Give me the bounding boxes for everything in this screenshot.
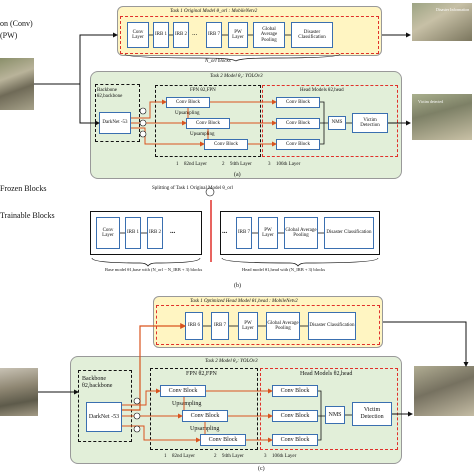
task1-title-a: Task 1 Original Model θ_orl : MobileNetv… (170, 9, 258, 14)
task1-inner-dash-c (156, 305, 380, 345)
layer-82-a: 82nd Layer (184, 162, 207, 167)
victim-detection-block-a: Victim Detection (352, 113, 388, 133)
layer-num-2a: 2 (222, 162, 225, 167)
fpn-label-c: FPN θ2,FPN (186, 371, 217, 377)
legend-pw-label: (PW) (0, 31, 18, 40)
pw-layer-block-a: PW Layer (228, 22, 248, 48)
layer-num-2c: 2 (214, 454, 217, 459)
layer-num-1a: 1 (176, 162, 179, 167)
fpn-conv-block-2c: Conv Block (182, 410, 228, 422)
darknet-block-a: DarkNet -53 (99, 112, 131, 134)
head-model-box-b (220, 211, 380, 255)
task1-title-c: Task 1 Optimized Head Model θ1,head : Mo… (190, 299, 298, 304)
darknet-block-c: DarkNet -53 (86, 402, 122, 432)
irb7-block-c: IRB 7 (211, 312, 229, 340)
dots-b1: ... (170, 227, 176, 235)
layer-94-a: 94th Layer (230, 162, 252, 167)
irb7-block-b: IRB 7 (236, 217, 252, 249)
backbone-label-c: Backbone θ2,backbone (82, 376, 113, 389)
upsampling-1a: Upsampling (175, 111, 200, 116)
output-label-a2: Victim detected (418, 99, 444, 104)
disaster-class-block-b: Disaster Classification (324, 217, 374, 249)
task1-inner-dash-a (120, 16, 379, 54)
head-dash-c (260, 368, 398, 450)
head-brace-b (221, 257, 379, 267)
legend-frozen-label: Frozen Blocks (0, 184, 47, 193)
pw-layer-block-b: PW Layer (258, 217, 278, 249)
head-conv-block-3a: Conv Block (276, 139, 320, 150)
victim-detection-block-c: Victim Detection (352, 402, 392, 426)
irb7-block-a: IRB 7 (206, 22, 222, 48)
upsampling-2c: Upsampling (190, 426, 220, 432)
fpn-conv-block-2a: Conv Block (186, 118, 230, 129)
gap-block-a: Global Average Pooling (253, 22, 285, 48)
conv-layer-block-a: Conv Layer (127, 22, 149, 48)
dots-b2: ... (222, 227, 228, 235)
irb2-block-a: IRB 2 (173, 22, 189, 48)
fpn-conv-block-1c: Conv Block (160, 385, 206, 397)
fpn-label-a: FPN θ2,FPN (190, 88, 216, 93)
base-caption-b: Base model θ1,base with (N_orl − N_IRB +… (105, 267, 203, 272)
irb1-block-b: IRB 1 (125, 217, 141, 249)
layer-num-3a: 3 (268, 162, 271, 167)
caption-c: (c) (258, 466, 265, 472)
fpn-conv-block-1a: Conv Block (166, 97, 210, 108)
layer-94-c: 94th Layer (222, 454, 244, 459)
head-conv-block-1a: Conv Block (276, 97, 320, 108)
disaster-class-block-c: Disaster Classification (308, 312, 356, 340)
layer-num-1c: 1 (164, 454, 167, 459)
n-blocks-label-a: N_orl blocks (205, 59, 231, 64)
layer-106-a: 106th Layer (276, 162, 301, 167)
task2-title-a: Task 2 Model θ₂: YOLOv3 (210, 74, 263, 79)
input-image-a (0, 58, 34, 110)
nms-block-a: NMS (328, 116, 346, 130)
base-model-box-b (90, 211, 202, 255)
output-image-a1 (412, 3, 472, 41)
irb2-block-b: IRB 2 (147, 217, 163, 249)
fpn-dash-a (155, 85, 261, 157)
output-image-a2 (412, 94, 472, 140)
fpn-conv-block-3c: Conv Block (200, 434, 246, 446)
layer-106-c: 106th Layer (272, 454, 297, 459)
base-brace-b (91, 257, 201, 267)
head-label-a: Head Models θ2,head (300, 88, 344, 93)
layer-82-c: 82nd Layer (172, 454, 195, 459)
backbone-label-a: Backbone θ2,backbone (97, 88, 123, 99)
input-image-c (0, 368, 38, 416)
head-conv-block-2c: Conv Block (272, 410, 318, 422)
head-conv-block-3c: Conv Block (272, 434, 318, 446)
irb1-block-a: IRB 1 (153, 22, 169, 48)
splitting-label-b: Splitting of Task 1 Original Model θ_orl (152, 186, 233, 191)
output-label-a1: Disaster Information (436, 7, 470, 12)
head-conv-block-2a: Conv Block (276, 118, 320, 129)
task2-title-c: Task 2 Model θ₂: YOLOv3 (205, 359, 258, 364)
upsampling-2a: Upsampling (190, 132, 215, 137)
head-label-c: Head Models θ2,head (300, 371, 353, 377)
fpn-conv-block-3a: Conv Block (204, 139, 248, 150)
layer-num-3c: 3 (264, 454, 267, 459)
disaster-class-block-a: Disaster Classification (291, 22, 333, 48)
head-conv-block-1c: Conv Block (272, 385, 318, 397)
upsampling-1c: Upsampling (172, 401, 202, 407)
caption-a: (a) (234, 172, 241, 178)
dots-a: ... (192, 29, 198, 37)
head-caption-b: Head model θ1,head with (N_IRB + 3) bloc… (242, 267, 326, 272)
pw-layer-block-c: PW Layer (238, 312, 258, 340)
caption-b: (b) (234, 283, 241, 289)
gap-block-c: Global Average Pooling (266, 312, 300, 340)
head-dash-a (262, 85, 398, 157)
output-image-c (414, 366, 474, 416)
legend-trainable-label: Trainable Blocks (0, 211, 55, 220)
legend-conv-label: on (Conv) (0, 19, 33, 28)
irb6-block-c: IRB 6 (185, 312, 203, 340)
nms-block-c: NMS (325, 406, 345, 424)
conv-layer-block-b: Conv Layer (96, 217, 120, 249)
gap-block-b: Global Average Pooling (284, 217, 318, 249)
